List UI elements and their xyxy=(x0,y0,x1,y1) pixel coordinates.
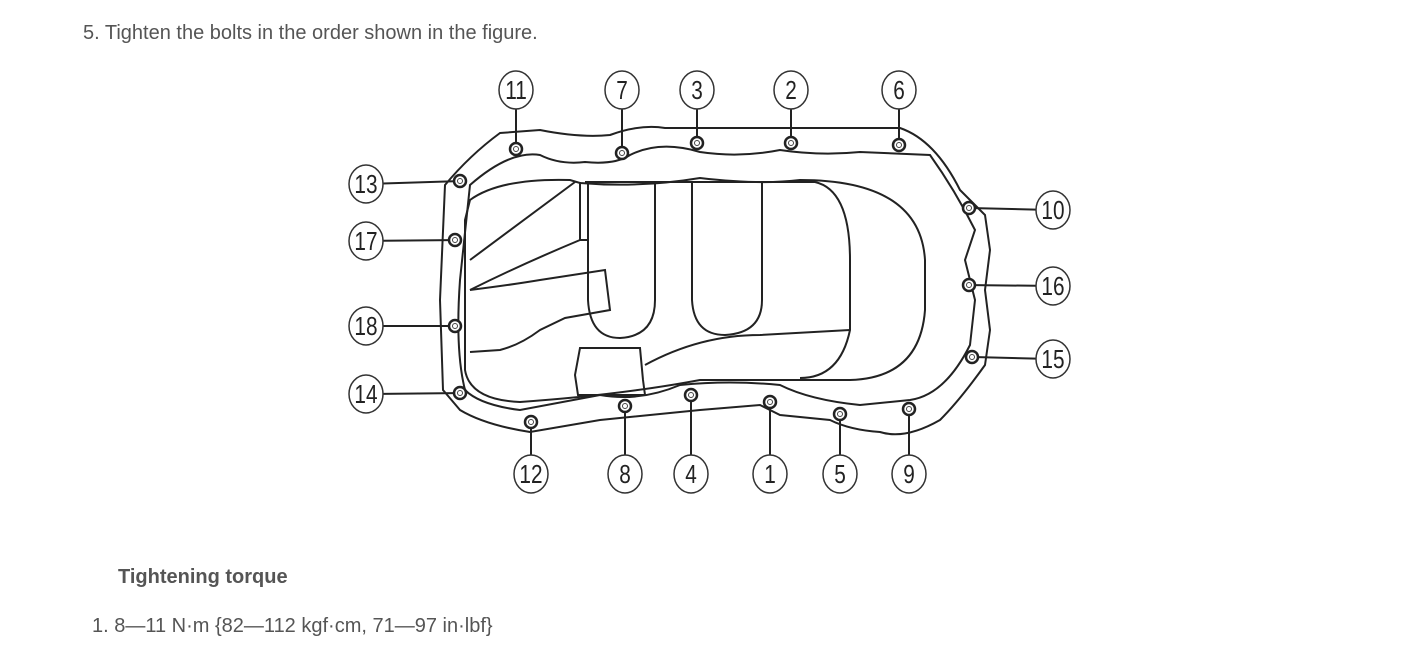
bolt-hole-icon xyxy=(767,399,773,405)
bolt-hole-icon xyxy=(694,140,700,146)
oil-pan-outline xyxy=(438,125,992,436)
torque-heading: Tightening torque xyxy=(118,566,288,588)
bolt-number-circle xyxy=(604,70,640,110)
baffle-line xyxy=(579,182,589,241)
bolt-number-circle xyxy=(752,454,788,494)
bolt-number-circle xyxy=(1035,339,1071,379)
bolt-hole-icon xyxy=(457,390,463,396)
leader-line xyxy=(382,392,455,395)
bolt-number-label: 15 xyxy=(1041,345,1064,374)
bolt-10: 10 xyxy=(961,190,1071,230)
bolt-hole-icon xyxy=(688,392,694,398)
bolt-number-circle xyxy=(773,70,809,110)
bolt-11: 11 xyxy=(498,70,534,157)
bolt-number-circle xyxy=(498,70,534,110)
bolt-number-circle xyxy=(673,454,709,494)
bolt-3: 3 xyxy=(679,70,715,151)
outer-flange xyxy=(438,125,992,436)
leader-line xyxy=(382,239,450,242)
bolt-hole-icon xyxy=(513,146,519,152)
bolt-number-circle xyxy=(513,454,549,494)
bolt-number-label: 7 xyxy=(616,76,628,105)
bolt-number-circle xyxy=(348,374,384,414)
sump-well xyxy=(585,181,851,379)
bolt-number-circle xyxy=(607,454,643,494)
bolt-number-label: 18 xyxy=(354,312,377,341)
bolt-13: 13 xyxy=(348,164,468,204)
bolt-number-label: 6 xyxy=(893,76,905,105)
bolt-number-label: 13 xyxy=(354,170,377,199)
bolt-number-label: 11 xyxy=(505,76,527,105)
bolt-15: 15 xyxy=(964,339,1071,379)
bolt-hole-icon xyxy=(622,403,628,409)
bolt-6: 6 xyxy=(881,70,917,153)
bolt-hole-icon xyxy=(969,354,975,360)
bolt-hole-icon xyxy=(528,419,534,425)
bolt-4: 4 xyxy=(673,387,709,494)
bolt-number-circle xyxy=(348,164,384,204)
bolt-hole-icon xyxy=(966,205,972,211)
bolt-hole-icon xyxy=(457,178,463,184)
bolt-number-label: 9 xyxy=(903,460,915,489)
bolt-number-circle xyxy=(881,70,917,110)
bolt-number-circle xyxy=(679,70,715,110)
bolt-number-label: 5 xyxy=(834,460,846,489)
diagonal-rib xyxy=(469,181,581,291)
bolt-18: 18 xyxy=(348,306,463,346)
torque-value: 1. 8—11 N·m {82—112 kgf·cm, 71—97 in·lbf… xyxy=(92,615,493,637)
leader-line xyxy=(974,207,1037,211)
bolt-number-circle xyxy=(1035,190,1071,230)
bolt-hole-icon xyxy=(906,406,912,412)
bolt-number-label: 12 xyxy=(519,460,542,489)
bolt-2: 2 xyxy=(773,70,809,151)
bolt-17: 17 xyxy=(348,221,463,261)
leader-line xyxy=(977,356,1037,360)
bolt-9: 9 xyxy=(891,401,927,494)
bolt-number-label: 8 xyxy=(619,460,631,489)
bolt-number-label: 3 xyxy=(691,76,703,105)
bolt-number-circle xyxy=(348,221,384,261)
leader-line xyxy=(974,284,1037,287)
oil-strainer xyxy=(573,347,647,396)
bolt-12: 12 xyxy=(513,414,549,494)
bolt-number-label: 10 xyxy=(1041,196,1064,225)
bolt-number-label: 17 xyxy=(354,227,377,256)
oil-pickup-duct xyxy=(469,268,612,353)
bolt-number-label: 14 xyxy=(354,380,377,409)
bolt-hole-icon xyxy=(966,282,972,288)
bolt-16: 16 xyxy=(961,266,1071,306)
trough-left xyxy=(587,183,656,340)
bolt-hole-icon xyxy=(788,140,794,146)
pan-body xyxy=(464,176,926,404)
trough-right xyxy=(691,183,763,337)
bolt-hole-icon xyxy=(452,323,458,329)
bolt-1: 1 xyxy=(752,394,788,494)
step-instruction: 5. Tighten the bolts in the order shown … xyxy=(83,22,538,44)
bolt-number-circle xyxy=(1035,266,1071,306)
bolt-number-label: 4 xyxy=(685,460,697,489)
bolt-number-circle xyxy=(822,454,858,494)
leader-line xyxy=(382,180,455,185)
bolt-hole-icon xyxy=(452,237,458,243)
bolt-14: 14 xyxy=(348,374,468,414)
bolt-hole-icon xyxy=(619,150,625,156)
inner-flange xyxy=(457,145,977,412)
bolt-hole-icon xyxy=(896,142,902,148)
bolt-number-label: 1 xyxy=(764,460,776,489)
bolt-hole-icon xyxy=(837,411,843,417)
bolt-number-label: 16 xyxy=(1041,272,1064,301)
bolt-7: 7 xyxy=(604,70,640,161)
bolt-number-label: 2 xyxy=(785,76,797,105)
floor-line xyxy=(644,329,851,366)
bolt-8: 8 xyxy=(607,398,643,494)
bolt-number-circle xyxy=(348,306,384,346)
bolt-5: 5 xyxy=(822,406,858,494)
bolt-number-circle xyxy=(891,454,927,494)
